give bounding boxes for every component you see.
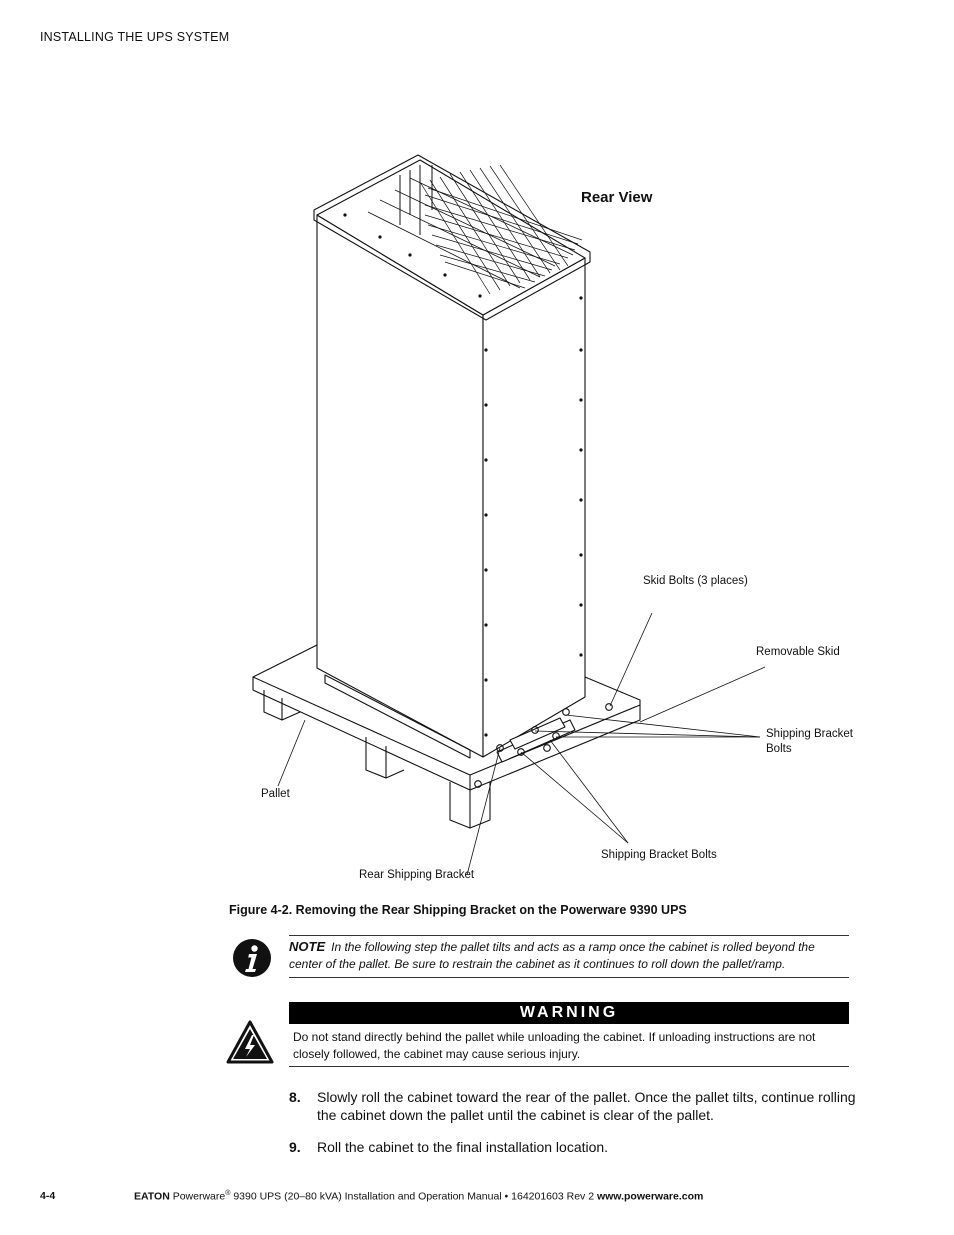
footer-product: Powerware [172, 1190, 226, 1203]
step-number: 8. [289, 1089, 301, 1105]
footer-title: 9390 UPS (20–80 kVA) Installation and Op… [230, 1190, 597, 1203]
footer-url: www.powerware.com [596, 1190, 704, 1203]
page-number: 4-4 [40, 1190, 56, 1202]
footer-registered-mark: ® [225, 1190, 231, 1197]
footer-manual-title: EATON Powerware® 9390 UPS (20–80 kVA) In… [134, 1190, 703, 1203]
section-header: INSTALLING THE UPS SYSTEM [40, 30, 230, 44]
step-text: Roll the cabinet to the final installati… [317, 1139, 609, 1155]
note-bottom-rule [289, 977, 849, 978]
rear-view-label: Rear View [581, 189, 653, 206]
figure-caption: Figure 4-2. Removing the Rear Shipping B… [229, 903, 687, 917]
ups-cabinet-illustration [252, 154, 766, 876]
warning-bottom-rule [289, 1066, 849, 1067]
step-text: Slowly roll the cabinet toward the rear … [317, 1089, 856, 1123]
warning-text: Do not stand directly behind the pallet … [293, 1030, 816, 1061]
step-9: 9. Roll the cabinet to the final install… [289, 1138, 854, 1156]
step-8: 8. Slowly roll the cabinet toward the re… [289, 1088, 856, 1124]
info-icon [233, 939, 271, 977]
step-number: 9. [289, 1139, 301, 1155]
callout-pallet: Pallet [261, 788, 290, 800]
callout-shipping-bracket-bolts-line2: Bolts [766, 743, 792, 755]
callout-shipping-bracket-bolts-line1: Shipping Bracket [766, 728, 853, 740]
callout-skid-bolts: Skid Bolts (3 places) [643, 575, 748, 587]
callout-removable-skid: Removable Skid [756, 646, 840, 658]
note-top-rule [289, 935, 849, 936]
warning-title-bar: WARNING [289, 1002, 849, 1024]
callout-rear-shipping-bracket: Rear Shipping Bracket [359, 869, 475, 881]
electrical-hazard-icon [226, 1020, 274, 1064]
note-text: In the following step the pallet tilts a… [289, 940, 815, 971]
callout-shipping-bracket-bolts-lower: Shipping Bracket Bolts [601, 849, 717, 861]
footer-brand: EATON [134, 1190, 170, 1203]
note-keyword: NOTE [289, 939, 326, 954]
